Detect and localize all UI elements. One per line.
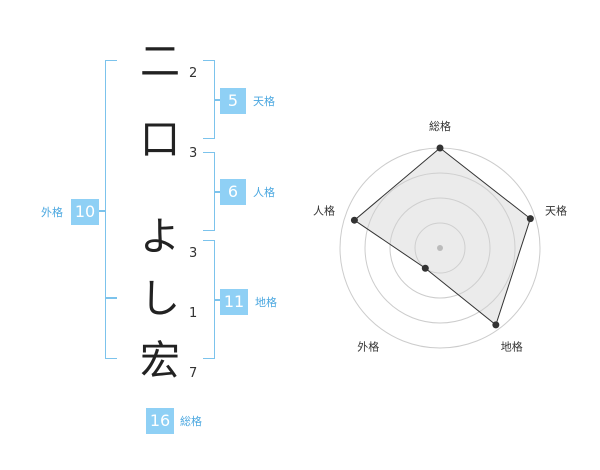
soukaku-badge: 16	[146, 408, 174, 434]
radar-axis-label-5: 人格	[313, 203, 335, 217]
radar-point-4	[421, 264, 429, 272]
jinkaku-label: 人格	[253, 186, 275, 199]
radar-center-dot	[437, 245, 443, 251]
stroke-count-2: 3	[189, 146, 198, 161]
gaikaku-label: 外格	[41, 206, 63, 219]
tenkaku-tick	[214, 99, 220, 101]
gaikaku-inner-tick	[105, 297, 117, 299]
tenkaku-badge: 5	[220, 88, 246, 114]
name-char-1: 二	[140, 39, 180, 85]
chikaku-tick	[214, 299, 220, 301]
radar-polygon	[353, 147, 531, 326]
stroke-count-5: 7	[189, 366, 198, 381]
gaikaku-bracket-tick	[96, 210, 106, 212]
name-char-3: よ	[140, 214, 180, 260]
radar-ring-1	[414, 222, 466, 274]
tenkaku-label: 天格	[253, 95, 275, 108]
radar-point-1	[436, 144, 444, 152]
name-char-2: 口	[140, 117, 180, 163]
radar-axis-label-3: 地格	[501, 340, 523, 354]
radar-ring-3	[364, 172, 516, 324]
jinkaku-tick	[214, 191, 220, 193]
name-char-5: 宏	[140, 338, 180, 384]
radar-axis-label-1: 総格	[429, 119, 451, 133]
jinkaku-badge: 6	[220, 179, 246, 205]
gaikaku-bracket	[105, 60, 117, 359]
name-char-4: し	[140, 276, 180, 322]
radar-axis-label-4: 外格	[357, 340, 379, 354]
radar-point-2	[526, 215, 534, 223]
stroke-count-4: 1	[189, 306, 198, 321]
radar-ring-2	[389, 197, 491, 299]
radar-point-5	[350, 216, 358, 224]
chikaku-badge: 11	[220, 289, 248, 315]
stroke-count-3: 3	[189, 246, 198, 261]
radar-point-3	[492, 321, 500, 329]
gaikaku-badge: 10	[71, 199, 99, 225]
stroke-count-1: 2	[189, 66, 198, 81]
chikaku-label: 地格	[255, 296, 277, 309]
soukaku-label: 総格	[180, 415, 202, 428]
radar-axis-label-2: 天格	[545, 203, 567, 217]
